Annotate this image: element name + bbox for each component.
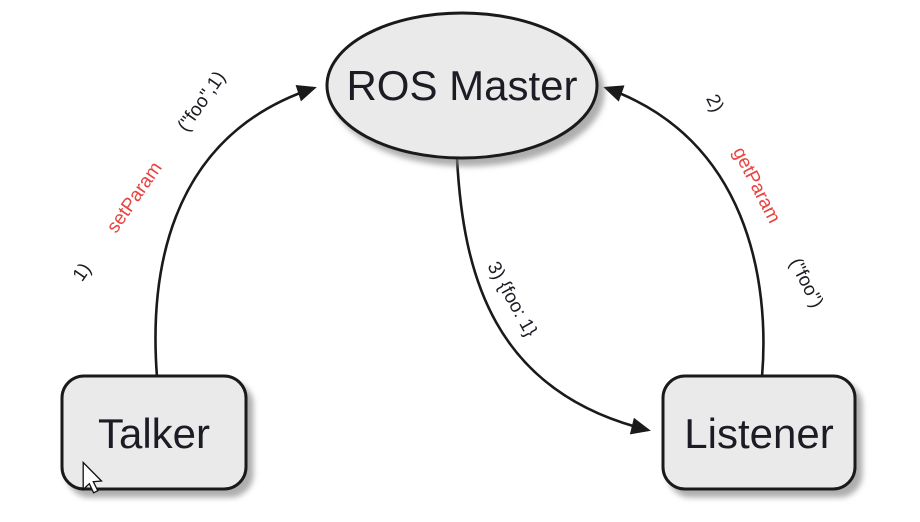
node-ros-master [325, 11, 599, 160]
edge-value-arrow [455, 157, 651, 435]
node-ros-master-label: ROS Master [346, 62, 577, 109]
edge-setparam-args: ("foo",1) [171, 68, 230, 140]
mouse-cursor-icon [82, 460, 103, 494]
node-listener-label: Listener [684, 410, 833, 457]
edge-getparam-method: getParam [728, 144, 784, 227]
edge-setparam-step: 1) [69, 255, 99, 285]
edge-getparam-label: 2) getParam ("foo") [685, 58, 840, 335]
edge-getparam-step: 2) [701, 91, 730, 120]
edge-getparam-args: ("foo") [782, 250, 827, 311]
node-listener [661, 374, 857, 491]
edge-setparam-label: 1) setParam ("foo",1) [48, 46, 246, 316]
node-talker-label: Talker [98, 410, 210, 457]
edge-setparam-arrow [154, 85, 317, 378]
edge-value-label: 3) {foo: 1} [483, 258, 541, 340]
edge-getparam-arrow [603, 85, 765, 378]
node-talker [60, 374, 248, 491]
edge-setparam-method: setParam [103, 158, 167, 237]
